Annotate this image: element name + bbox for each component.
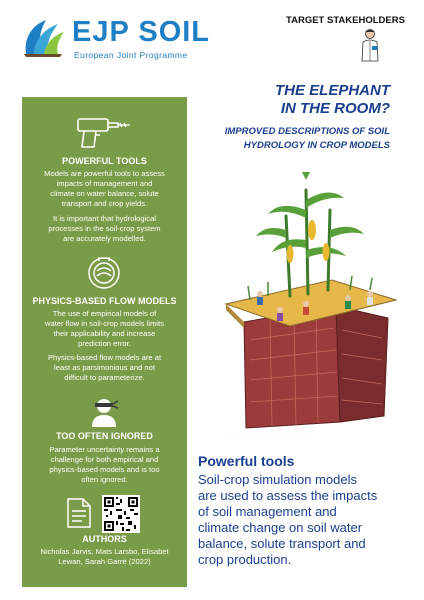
- target-stakeholders-label: TARGET STAKEHOLDERS: [286, 15, 405, 26]
- scientist-icon: [361, 29, 379, 62]
- poster-subtitle-line2: HYDROLOGY IN CROP MODELS: [243, 140, 390, 151]
- section-text: It is important that hydrological proces…: [48, 214, 161, 243]
- illustration-caption-strip: · · · · · · · · · · · · · · · · · · · · …: [226, 436, 310, 441]
- poster-title-line2: IN THE ROOM?: [280, 100, 390, 117]
- poster-title-line1: THE ELEPHANT: [274, 82, 390, 99]
- drill-icon: [77, 118, 130, 148]
- section-title-physics-based-flow-models: PHYSICS-BASED FLOW MODELS: [32, 296, 177, 306]
- section-text: Models are powerful tools to assess impa…: [44, 169, 165, 208]
- ejp-soil-logo-icon: [24, 20, 64, 57]
- soil-crop-model-illustration: [224, 172, 398, 429]
- main-body-text: Soil-crop simulation models are used to …: [198, 472, 378, 567]
- section-text: Parameter uncertainty remains a challeng…: [49, 445, 160, 484]
- main-heading: Powerful tools: [198, 453, 295, 469]
- brand-subtitle: European Joint Programme: [74, 50, 188, 60]
- brand-name: EJP SOIL: [72, 16, 211, 48]
- blindfolded-person-icon: [92, 399, 119, 427]
- section-text: Physics-based flow models are at least a…: [47, 353, 162, 382]
- document-icon: [67, 498, 91, 528]
- section-text: The use of empirical models of water flo…: [44, 309, 164, 348]
- section-title-authors: AUTHORS: [82, 534, 127, 544]
- section-title-powerful-tools: POWERFUL TOOLS: [62, 156, 147, 166]
- authors-text: Nicholas Jarvis, Mats Larsbo, Elisabet L…: [40, 547, 169, 566]
- section-title-too-often-ignored: TOO OFTEN IGNORED: [56, 431, 153, 441]
- poster-subtitle-line1: IMPROVED DESCRIPTIONS OF SOIL: [224, 126, 390, 137]
- flow-pipe-icon: [88, 257, 120, 289]
- key-messages-sidebar: POWERFUL TOOLS Models are powerful tools…: [22, 97, 187, 587]
- qr-code-icon[interactable]: [102, 495, 140, 533]
